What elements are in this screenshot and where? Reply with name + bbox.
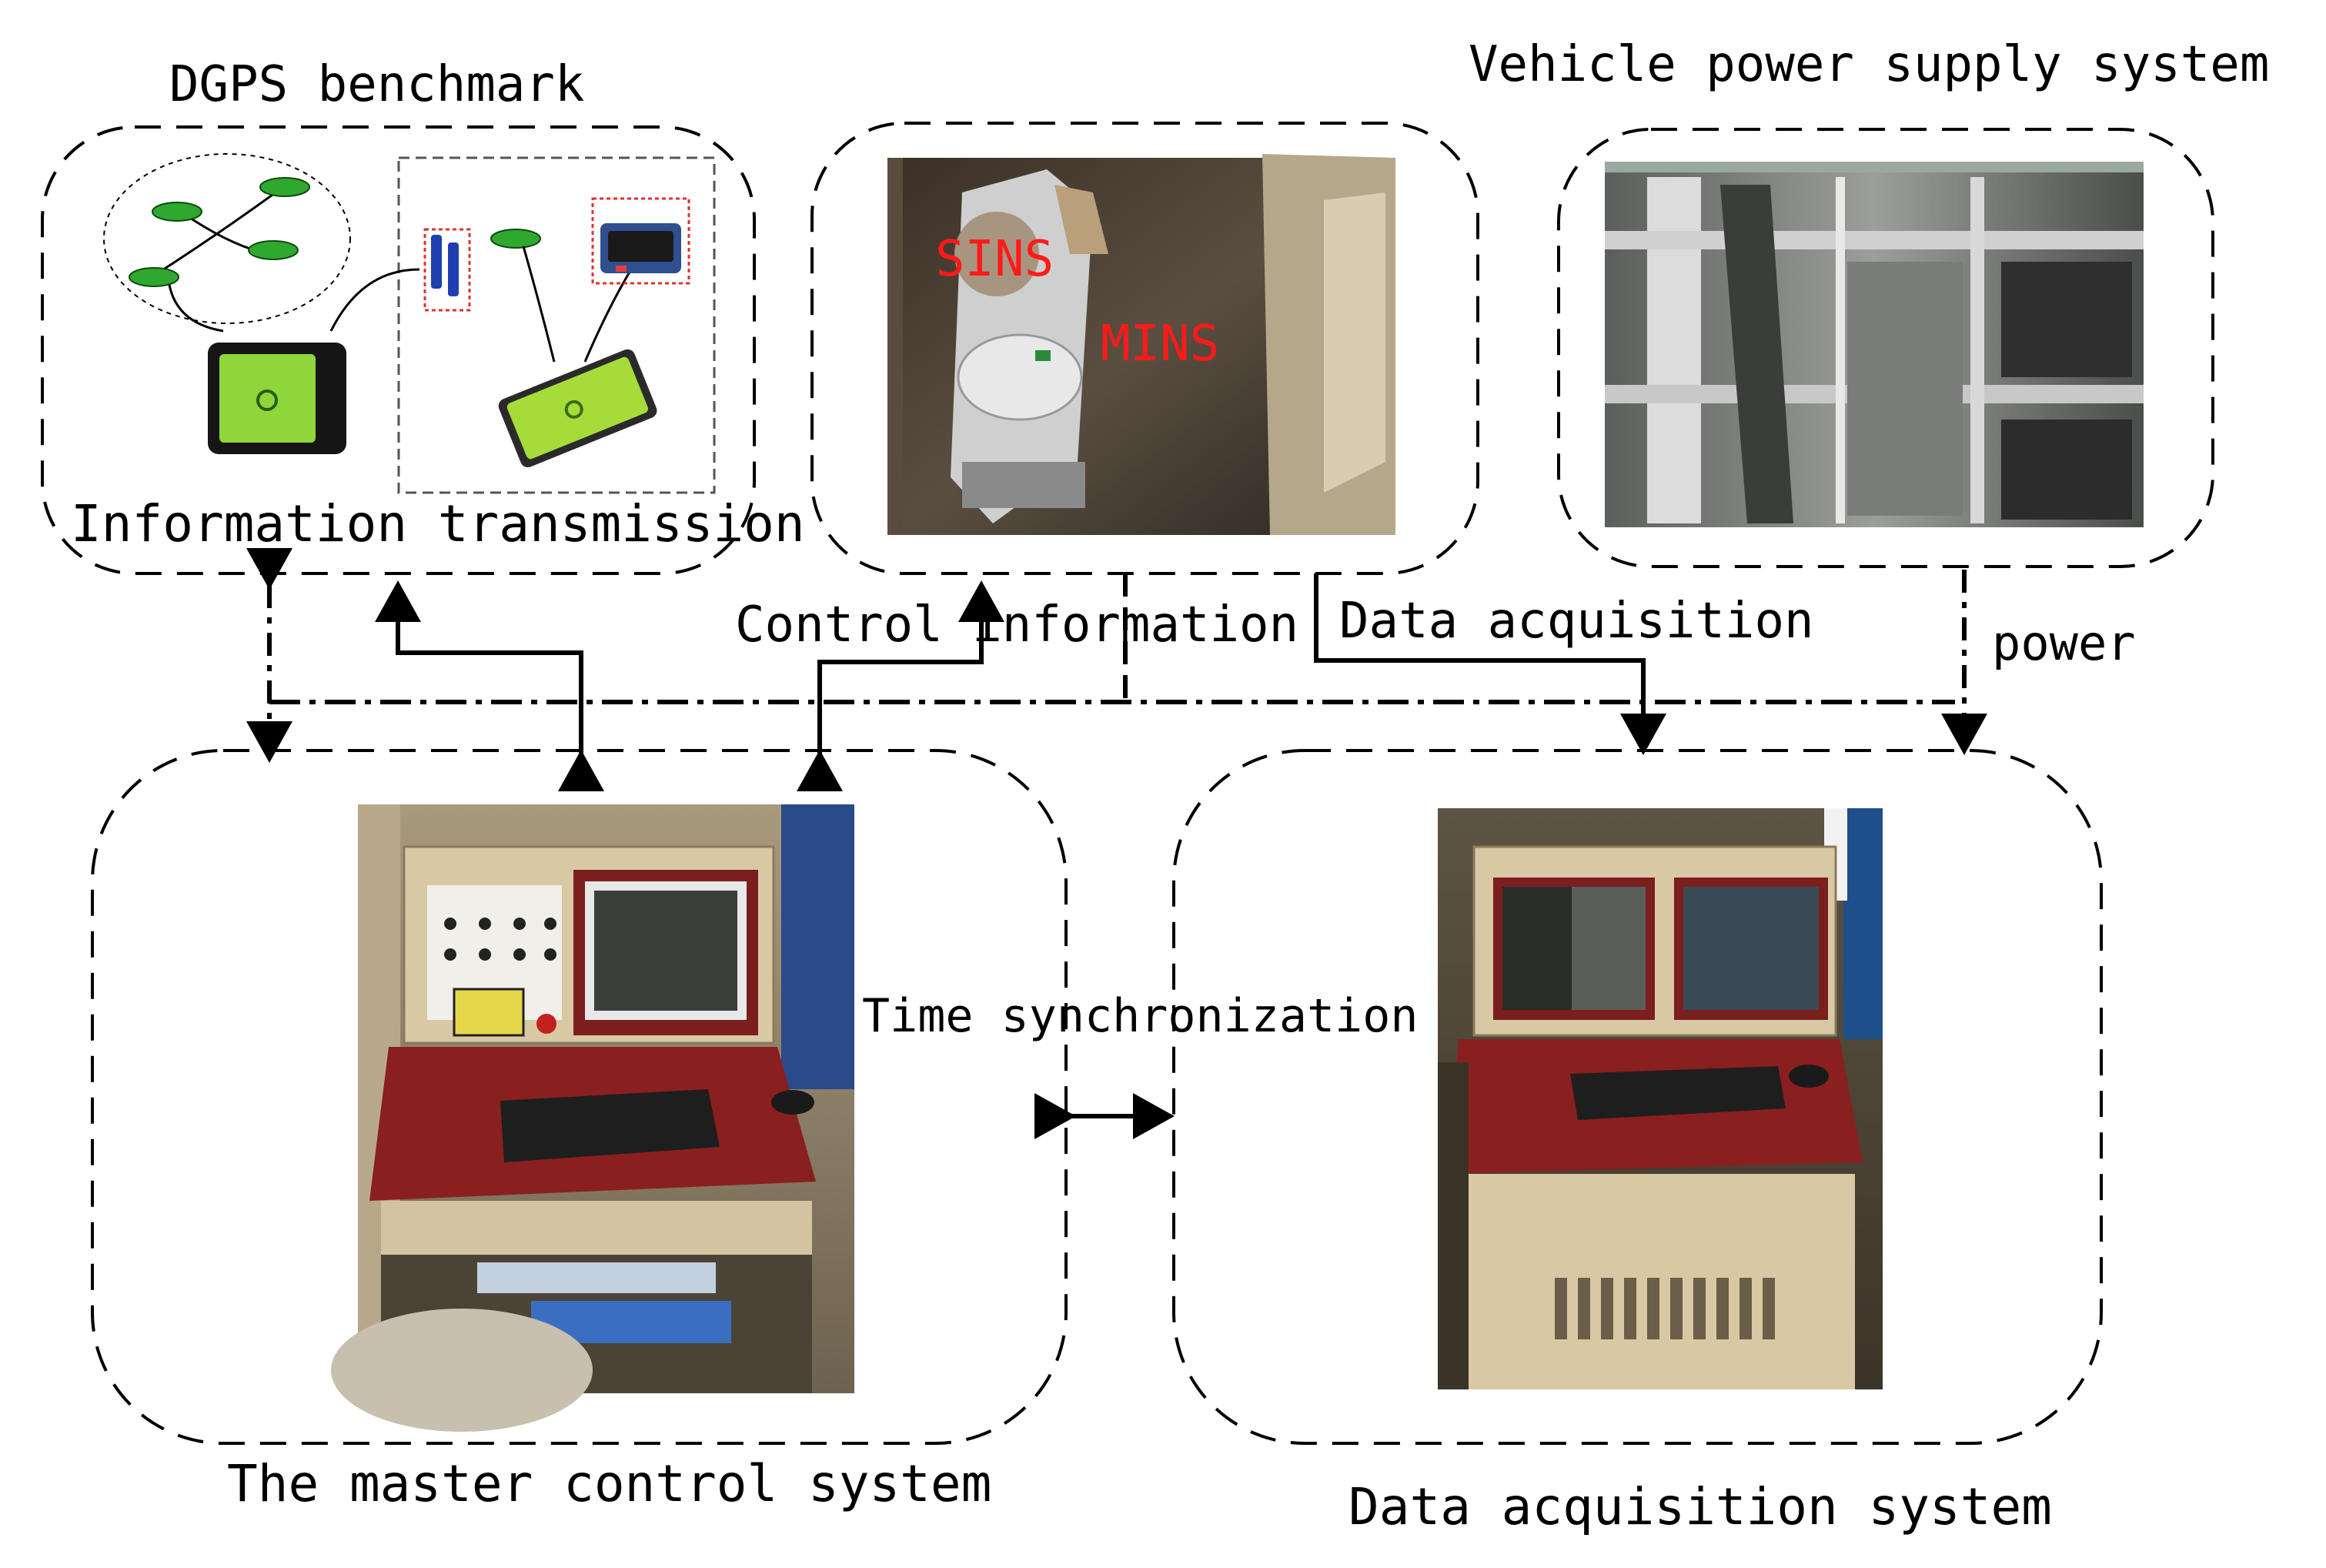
radio-unit-icon [600, 223, 681, 273]
rover-receiver-icon [498, 349, 657, 468]
dgps-illustration [103, 153, 716, 494]
master-control-system-label: The master control system [227, 1454, 992, 1513]
control-info-arrow [797, 580, 1004, 791]
vehicle-power-supply-label: Vehicle power supply system [1469, 36, 2270, 93]
base-receiver-icon [208, 343, 346, 454]
gps-antenna-icon [129, 177, 541, 287]
sins-label: SINS [935, 231, 1054, 288]
ins-box [810, 122, 1479, 575]
control-information-label: Control information [735, 597, 1299, 654]
power-box [1557, 128, 2214, 568]
info-transmission-arrow [375, 580, 604, 791]
power-label: power [1992, 615, 2136, 671]
data-acquisition-arrow [1314, 573, 1666, 755]
master-control-photo [331, 804, 854, 1432]
dgps-benchmark-label: DGPS benchmark [169, 56, 585, 113]
radio-modem-icon [431, 235, 442, 289]
information-transmission-label: Information transmission [71, 494, 805, 553]
data-acquisition-system-label: Data acquisition system [1348, 1477, 2052, 1536]
dgps-box [41, 125, 756, 575]
rover-dashed-frame [397, 156, 716, 494]
data-acquisition-photo [1438, 808, 1883, 1389]
ins-photo [887, 154, 1395, 535]
time-synchronization-label: Time synchronization [862, 989, 1419, 1043]
mins-label: MINS [1101, 316, 1220, 373]
data-acquisition-label: Data acquisition [1339, 593, 1814, 650]
power-photo [1605, 162, 2144, 527]
